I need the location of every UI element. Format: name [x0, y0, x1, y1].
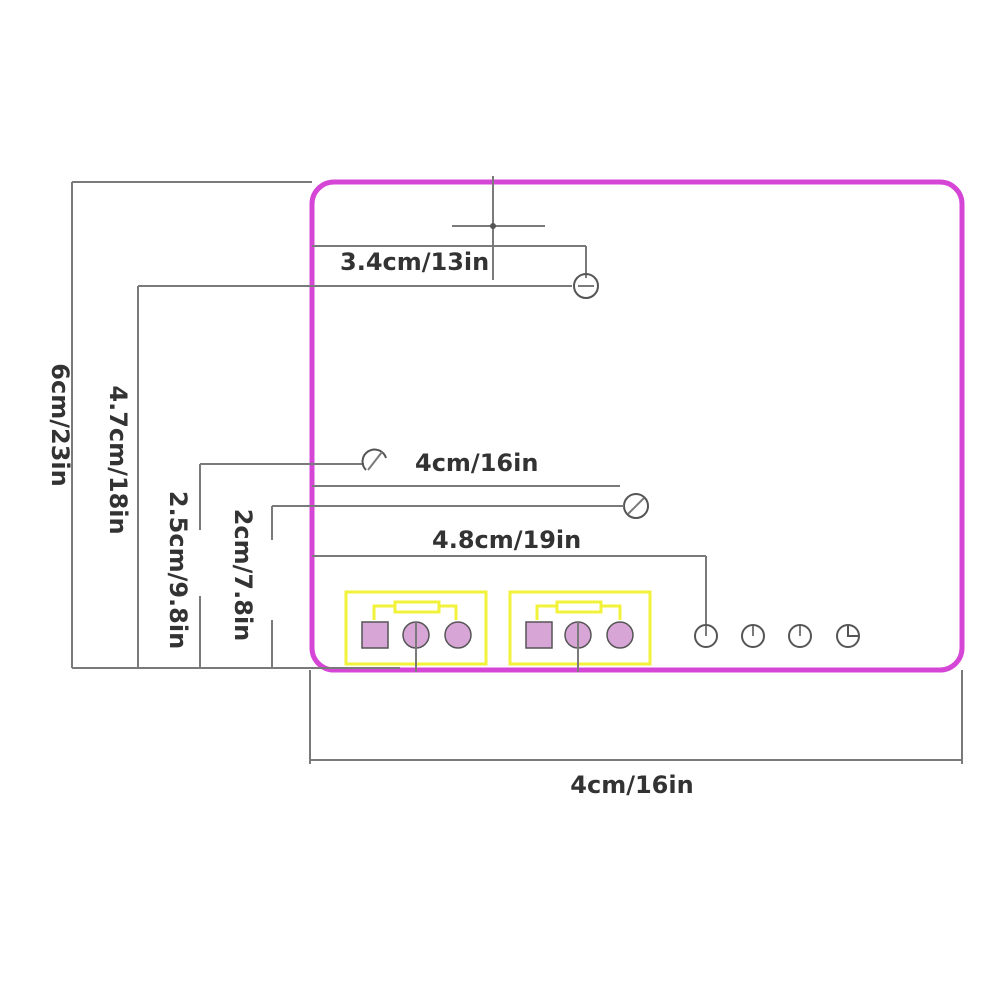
dim-total-height: 6cm/23in — [46, 181, 312, 669]
dim-upper-hole-height: 4.7cm/18in — [104, 285, 572, 668]
mounting-hole-top — [573, 273, 599, 299]
indicator-hole — [741, 624, 765, 648]
label-top-hole-offset: 3.4cm/13in — [340, 248, 489, 276]
square-pad — [361, 621, 389, 649]
dim-mid-hole-offset: 4cm/16in — [200, 449, 620, 487]
indicator-hole — [788, 624, 812, 648]
label-lower-hole-offset: 4.8cm/19in — [432, 526, 581, 554]
terminal-block-1 — [344, 590, 488, 672]
label-mid-hole-height: 2.5cm/9.8in — [164, 491, 192, 649]
indicator-hole — [836, 624, 860, 648]
label-upper-hole-height: 4.7cm/18in — [104, 385, 132, 534]
terminal-block-2 — [508, 590, 652, 672]
dim-top-hole-offset: 3.4cm/13in — [312, 245, 587, 278]
label-lower-hole-height: 2cm/7.8in — [229, 509, 257, 642]
indicator-holes — [694, 624, 860, 648]
label-total-height: 6cm/23in — [46, 363, 74, 486]
board-outline — [309, 179, 965, 673]
square-pad — [525, 621, 553, 649]
round-pad — [444, 621, 472, 649]
crosshair-mark — [452, 176, 545, 280]
dim-mid-hole-height: 2.5cm/9.8in — [164, 464, 201, 668]
round-pad — [606, 621, 634, 649]
label-mid-hole-offset: 4cm/16in — [415, 449, 538, 477]
dim-lower-hole-offset: 4.8cm/19in — [312, 526, 707, 626]
dim-total-width: 4cm/16in — [309, 670, 963, 799]
indicator-hole — [694, 624, 718, 648]
dim-lower-hole-height: 2cm/7.8in — [229, 505, 624, 668]
label-total-width: 4cm/16in — [570, 771, 693, 799]
mounting-hole-mid — [361, 448, 387, 471]
